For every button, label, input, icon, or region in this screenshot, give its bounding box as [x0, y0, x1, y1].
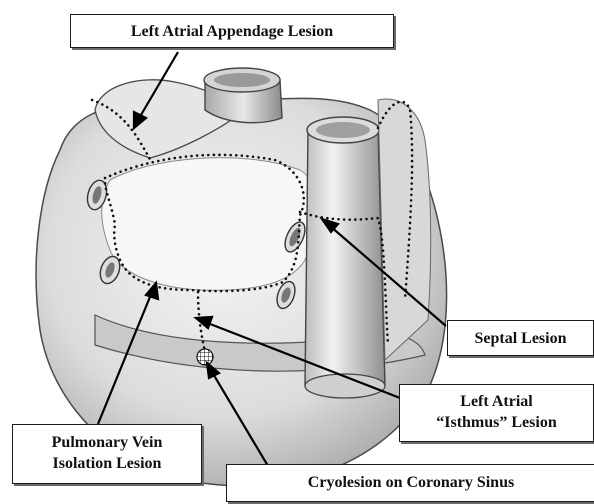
- cryolesion-text: Cryolesion on Coronary Sinus: [227, 472, 594, 493]
- left-atrium-posterior: [102, 158, 318, 291]
- left-atrial-isthmus-lesion-label: Left Atrial “Isthmus” Lesion: [399, 384, 594, 442]
- left-atrial-appendage-lesion-text: Left Atrial Appendage Lesion: [71, 21, 393, 42]
- isthmus-lesion-text-line1: Left Atrial: [400, 391, 593, 412]
- right-atrium-wall: [378, 99, 431, 360]
- cryolesion-coronary-sinus-label: Cryolesion on Coronary Sinus: [226, 464, 594, 502]
- isthmus-lesion-text-line2: “Isthmus” Lesion: [400, 412, 593, 433]
- septal-lesion-text: Septal Lesion: [448, 328, 593, 349]
- cryolesion-marker: [197, 349, 213, 365]
- vena-cava: [305, 128, 385, 393]
- left-atrial-appendage-lesion-label: Left Atrial Appendage Lesion: [70, 14, 394, 48]
- pv-lesion-text-line1: Pulmonary Vein: [13, 432, 201, 453]
- pulmonary-vein-isolation-lesion-label: Pulmonary Vein Isolation Lesion: [12, 424, 202, 484]
- septal-lesion-label: Septal Lesion: [447, 320, 594, 356]
- pv-lesion-text-line2: Isolation Lesion: [13, 453, 201, 474]
